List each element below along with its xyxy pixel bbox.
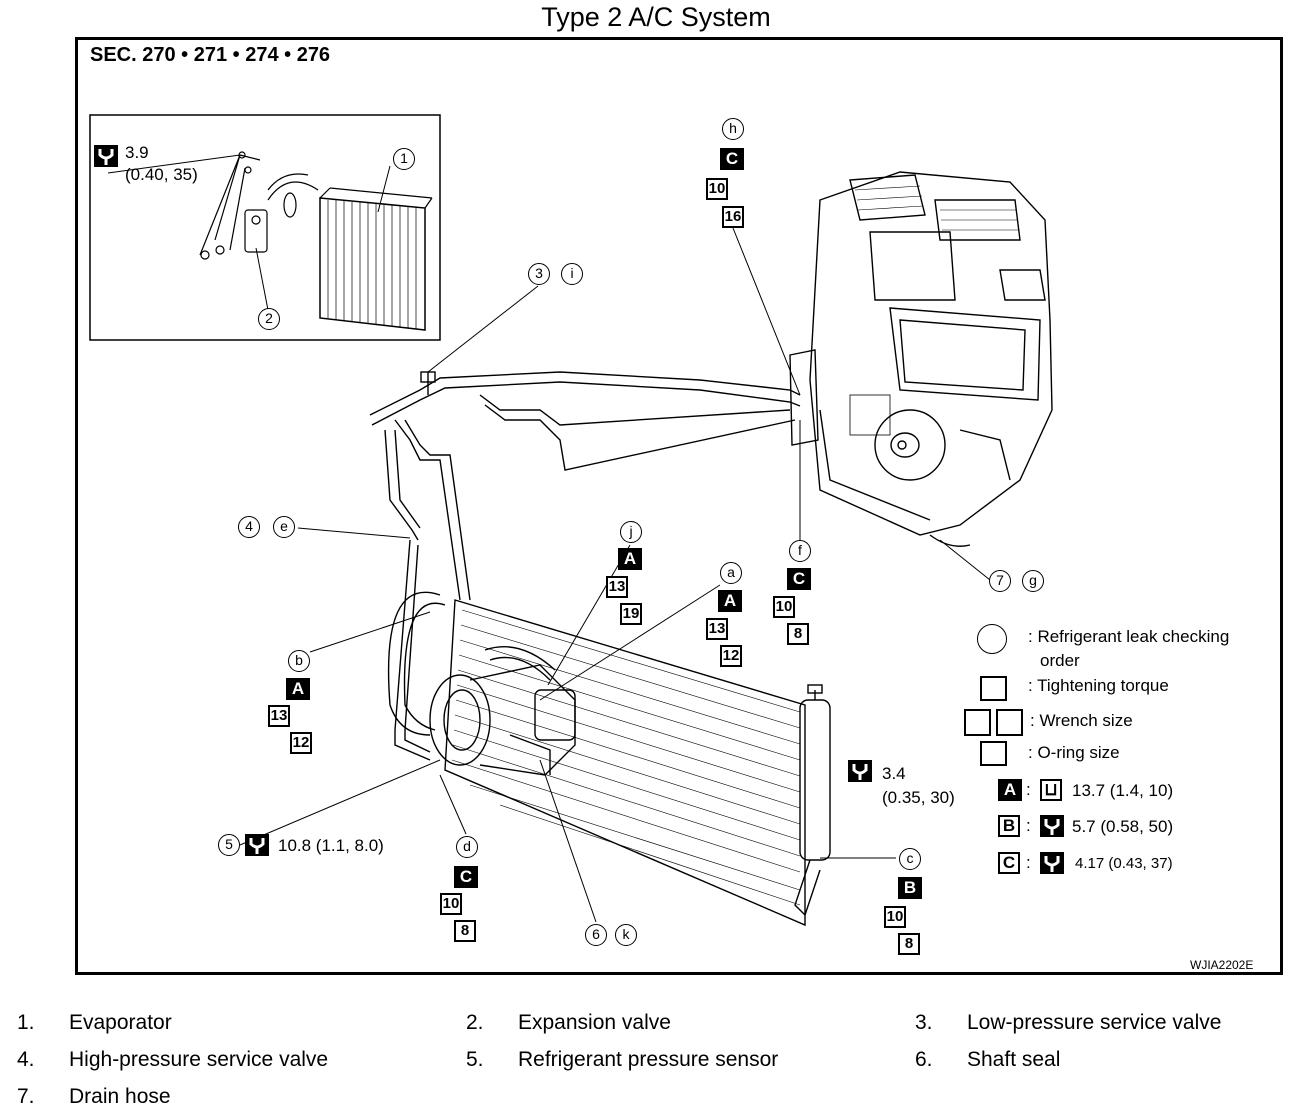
a-torque-letter: A	[718, 590, 742, 612]
part-name: High-pressure service valve	[69, 1048, 329, 1071]
callout-f: f	[789, 540, 811, 562]
b-oring-size: 12	[290, 732, 312, 754]
j-oring-size: 19	[620, 603, 642, 625]
legend-B-letter: B	[998, 815, 1020, 837]
legend-wrench-label: : Wrench size	[1030, 711, 1133, 730]
callout-h: h	[722, 118, 744, 140]
f-oring-size: 8	[787, 623, 809, 645]
section-label: SEC. 270 • 271 • 274 • 276	[90, 44, 331, 66]
legend-wrench-symbol-2	[996, 709, 1023, 736]
heater-unit	[789, 171, 1053, 547]
callout-6: 6	[585, 924, 607, 946]
inset-torque-value: 3.9	[125, 143, 149, 162]
callout-a: a	[720, 562, 742, 584]
condenser	[444, 599, 806, 927]
part-name: Drain hose	[69, 1085, 171, 1108]
c-torque-letter: B	[898, 877, 922, 899]
wrench-torque-icon	[94, 145, 118, 167]
part-name: Low-pressure service valve	[967, 1011, 1222, 1034]
part-number: 4.	[17, 1048, 35, 1071]
inset-torque-sub: (0.40, 35)	[125, 165, 198, 184]
legend-torque-label: : Tightening torque	[1028, 676, 1169, 695]
legend-oring-label: : O-ring size	[1028, 743, 1120, 762]
leader-lines	[239, 227, 991, 923]
c-oring-size: 8	[898, 933, 920, 955]
callout-5: 5	[218, 834, 240, 856]
wrench-torque-icon: ⊔	[1040, 779, 1062, 801]
part-name: Refrigerant pressure sensor	[518, 1048, 779, 1071]
b-torque-letter: A	[286, 678, 310, 700]
a-oring-size: 12	[720, 645, 742, 667]
sensor-torque: 10.8 (1.1, 8.0)	[278, 836, 384, 855]
receiver-torque-value: 3.4	[882, 764, 906, 783]
callout-4: 4	[238, 516, 260, 538]
d-wrench-size: 10	[440, 893, 462, 915]
wrench-torque-icon	[1040, 852, 1064, 874]
f-wrench-size: 10	[773, 596, 795, 618]
callout-k: k	[615, 924, 637, 946]
wrench-torque-icon	[848, 760, 872, 782]
diagram-frame	[75, 37, 1283, 975]
part-number: 5.	[466, 1048, 484, 1071]
callout-3: 3	[528, 263, 550, 285]
evaporator-core	[319, 187, 433, 331]
legend-circle-label-2: order	[1040, 651, 1080, 670]
legend-B-value: 5.7 (0.58, 50)	[1072, 817, 1174, 836]
j-torque-letter: A	[618, 548, 642, 570]
f-torque-letter: C	[787, 568, 811, 590]
expansion-valve	[199, 151, 319, 260]
d-oring-size: 8	[454, 920, 476, 942]
wrench-torque-icon	[1040, 815, 1064, 837]
wrench-torque-icon	[245, 834, 269, 856]
d-torque-letter: C	[454, 866, 478, 888]
legend-oring-symbol	[980, 741, 1007, 766]
callout-g: g	[1022, 570, 1044, 592]
legend-circle-symbol	[977, 624, 1007, 654]
callout-1: 1	[393, 148, 415, 170]
h-torque-letter: C	[720, 148, 744, 170]
legend-C-letter: C	[998, 852, 1020, 874]
legend-wrench-symbol-1	[964, 709, 991, 736]
legend-torque-symbol	[980, 676, 1007, 701]
callout-d: d	[456, 836, 478, 858]
legend-A-letter: A	[998, 779, 1022, 801]
callout-2: 2	[258, 308, 280, 330]
part-number: 1.	[17, 1011, 35, 1034]
b-wrench-size: 13	[268, 705, 290, 727]
part-number: 6.	[915, 1048, 933, 1071]
callout-c: c	[899, 848, 921, 870]
callout-i: i	[561, 263, 583, 285]
callout-7: 7	[989, 570, 1011, 592]
page-title: Type 2 A/C System	[541, 2, 771, 32]
c-wrench-size: 10	[884, 906, 906, 928]
part-number: 3.	[915, 1011, 933, 1034]
part-number: 7.	[17, 1085, 35, 1108]
part-name: Evaporator	[69, 1011, 172, 1034]
callout-e: e	[273, 516, 295, 538]
a-wrench-size: 13	[706, 618, 728, 640]
h-wrench-size: 10	[706, 178, 728, 200]
part-name: Expansion valve	[518, 1011, 671, 1034]
diagram-code: WJIA2202E	[1190, 958, 1254, 972]
part-number: 2.	[466, 1011, 484, 1034]
callout-b: b	[288, 650, 310, 672]
legend-C-value: 4.17 (0.43, 37)	[1075, 855, 1173, 872]
refrigerant-pipes	[369, 371, 801, 761]
inset-box	[89, 114, 441, 341]
receiver-torque-sub: (0.35, 30)	[882, 788, 955, 807]
j-wrench-size: 13	[606, 576, 628, 598]
callout-j: j	[620, 521, 642, 543]
legend-circle-label: : Refrigerant leak checking	[1028, 627, 1230, 646]
h-oring-size: 16	[722, 206, 744, 228]
receiver-drier	[794, 684, 831, 917]
part-name: Shaft seal	[967, 1048, 1061, 1071]
compressor	[387, 591, 576, 776]
legend-A-value: 13.7 (1.4, 10)	[1072, 781, 1174, 800]
